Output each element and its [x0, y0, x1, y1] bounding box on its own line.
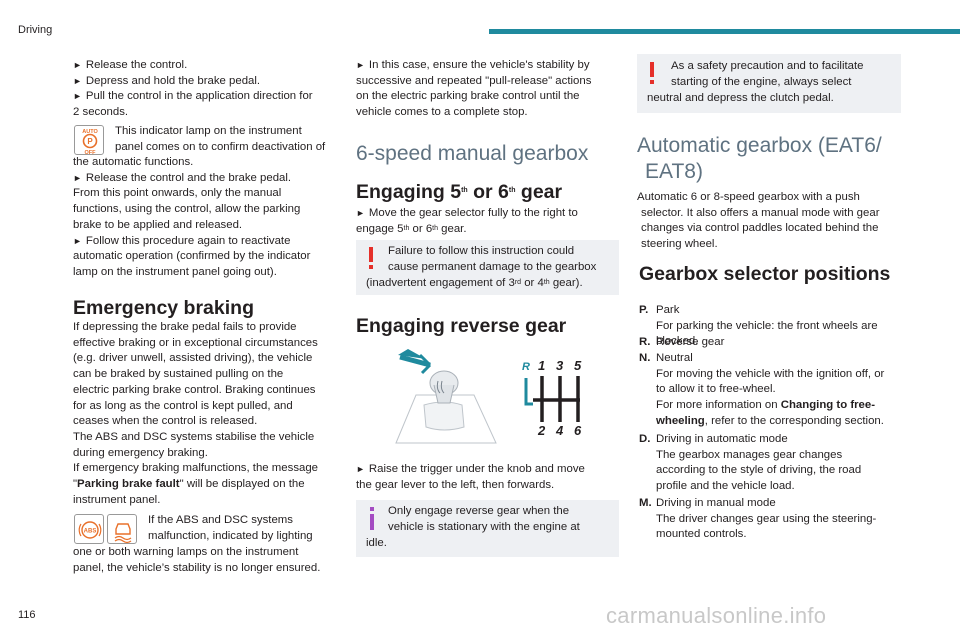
position-drive: D. Driving in automatic mode The gearbox…: [639, 433, 862, 493]
lamp2-text-b: one or both warning lamps on the instrum…: [73, 546, 321, 574]
bullet-icon: ►: [73, 75, 82, 86]
reverse-info-note: [356, 500, 619, 557]
svg-text:OFF: OFF: [85, 150, 97, 156]
automatic-intro: Automatic 6 or 8-speed gearbox with a pu…: [637, 191, 880, 251]
step-line: ►Release the control.: [73, 59, 188, 71]
stability-text: ►In this case, ensure the vehicle's stab…: [356, 59, 592, 119]
info-text-a: Only engage reverse gear when the vehicl…: [388, 505, 580, 533]
bullet-icon: ►: [73, 91, 82, 102]
gearbox-warning-note: [356, 240, 619, 295]
position-neutral: N. Neutral For moving the vehicle with t…: [639, 352, 885, 427]
dsc-warning-lamp-icon: [107, 514, 137, 544]
position-reverse: R. Reverse gear: [639, 336, 725, 348]
svg-text:5: 5: [574, 358, 582, 373]
svg-text:P: P: [87, 137, 93, 146]
gear-lever-illustration: [386, 345, 506, 445]
info-icon: [369, 507, 375, 538]
auto-off-lamp-icon: AUTO P OFF: [74, 125, 104, 156]
bullet-icon: ►: [73, 60, 82, 70]
svg-text:1: 1: [538, 358, 545, 373]
gear-shift-pattern: R 1 3 5 2 4 6: [516, 358, 591, 438]
warning-text-a: Failure to follow this instruction could…: [388, 245, 597, 273]
svg-text:2: 2: [537, 423, 546, 436]
page-number: 116: [18, 609, 36, 621]
reverse-gear-heading: Engaging reverse gear: [356, 315, 567, 337]
emergency-text: If depressing the brake pedal fails to p…: [73, 321, 319, 506]
gear56-heading: Engaging 5th or 6th gear: [356, 181, 563, 203]
bullet-icon: ►: [356, 464, 365, 474]
manual-gearbox-heading: 6-speed manual gearbox: [356, 142, 589, 165]
safety-text-a: As a safety precaution and to facilitate…: [671, 60, 864, 88]
svg-text:3: 3: [556, 358, 564, 373]
bullet-icon: ►: [73, 172, 82, 183]
step-line: ►Depress and hold the brake pedal.: [73, 74, 261, 87]
bullet-icon: ►: [73, 235, 82, 246]
safety-warning-note: [637, 54, 901, 113]
gear56-text: ►Move the gear selector fully to the rig…: [356, 207, 578, 235]
automatic-gearbox-heading: Automatic gearbox (EAT6/ EAT8): [637, 134, 882, 183]
warning-exclamation-icon: [368, 247, 374, 276]
lamp2-text-a: If the ABS and DSC systems malfunction, …: [148, 514, 313, 542]
safety-text-b: neutral and depress the clutch pedal.: [647, 92, 834, 104]
svg-text:ABS: ABS: [84, 529, 97, 535]
reverse-text: ►Raise the trigger under the knob and mo…: [356, 463, 585, 491]
watermark: carmanualsonline.info: [606, 603, 827, 628]
step-line: ►Pull the control in the application dir…: [73, 90, 313, 103]
selector-positions-heading: Gearbox selector positions: [639, 263, 891, 285]
position-manual: M. Driving in manual mode The driver cha…: [639, 497, 877, 541]
svg-text:6: 6: [574, 423, 582, 436]
svg-text:AUTO: AUTO: [82, 129, 98, 135]
svg-text:4: 4: [555, 423, 564, 436]
lamp1-text-a: This indicator lamp on the instrument pa…: [115, 125, 326, 153]
info-text-b: idle.: [366, 537, 387, 549]
warning-text-b: (inadvertent engagement of 3rd or 4th ge…: [366, 277, 583, 289]
svg-text:R: R: [522, 361, 530, 373]
parking-brake-fault-message: Parking brake fault: [77, 478, 180, 491]
section-title: Driving: [18, 24, 53, 36]
release-steps: ►Release the control. ►Depress and hold …: [73, 58, 343, 121]
bullet-icon: ►: [356, 60, 365, 70]
position-park: P. Park For parking the vehicle: the fro…: [639, 304, 878, 348]
header-rule: [489, 29, 960, 34]
abs-warning-lamp-icon: ABS: [74, 514, 104, 544]
lamp1-text-b: the automatic functions. ►Release the co…: [73, 156, 311, 278]
step-line: 2 seconds.: [73, 106, 129, 119]
bullet-icon: ►: [356, 208, 365, 218]
warning-exclamation-icon: [649, 62, 655, 91]
emergency-braking-heading: Emergency braking: [73, 297, 254, 319]
